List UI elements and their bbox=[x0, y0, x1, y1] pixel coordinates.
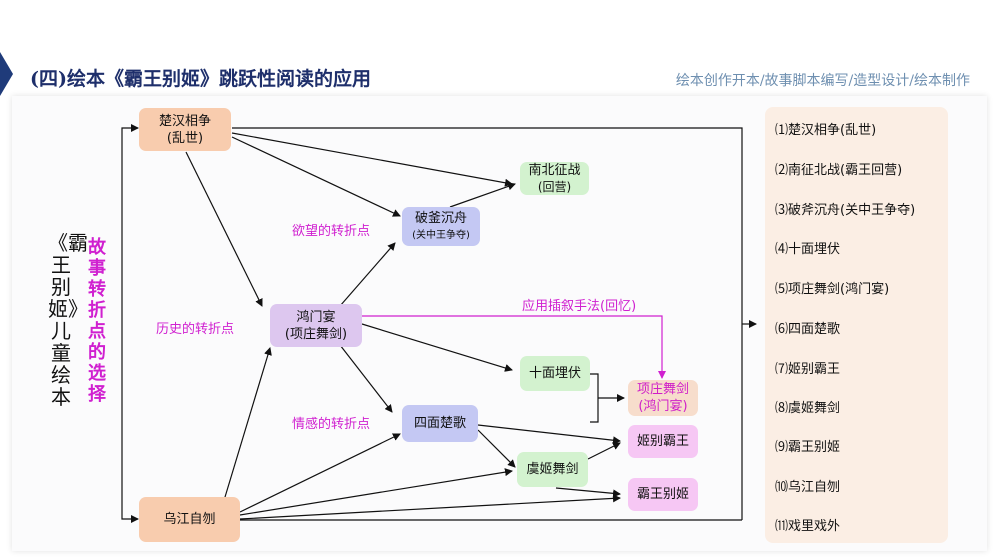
label-flashback: 应用插叙手法(回忆) bbox=[522, 299, 637, 314]
node-jibie-title: 姬别霸王 bbox=[636, 434, 689, 449]
node-xiangzhuang-title: 项庄舞剑 bbox=[636, 382, 689, 397]
node-hongmen-title: 鸿门宴 bbox=[296, 309, 336, 325]
node-yuji-title: 虞姬舞剑 bbox=[526, 462, 579, 477]
node-xiangzhuang-subtitle: (鸿门宴) bbox=[638, 399, 688, 414]
node-chuhan-title: 楚汉相争 bbox=[158, 113, 211, 129]
connector-bracket-top bbox=[121, 124, 139, 330]
header-breadcrumb: 绘本创作开本/故事脚本编写/造型设计/绘本制作 bbox=[675, 73, 970, 89]
node-nanbei-title: 南北征战 bbox=[528, 162, 581, 178]
node-nanbei-subtitle: (回营) bbox=[537, 179, 572, 194]
node-hongmen-subtitle: (项庄舞剑) bbox=[284, 326, 348, 342]
list-item: ⑷十面埋伏 bbox=[775, 242, 841, 257]
title-marker-arrow bbox=[0, 52, 13, 96]
connector-bracket-bottom bbox=[121, 330, 139, 523]
node-jibie: 姬别霸王 bbox=[628, 425, 698, 458]
node-hongmen: 鸿门宴 (项庄舞剑) bbox=[270, 304, 362, 347]
node-nanbei: 南北征战 (回营) bbox=[520, 162, 589, 195]
node-pofu: 破釜沉舟 (关中王争夺) bbox=[402, 207, 480, 246]
node-pofu-title: 破釜沉舟 bbox=[414, 210, 467, 226]
turning-point-choice-label: 故事转折点的选择 bbox=[88, 237, 106, 405]
node-shimian-title: 十面埋伏 bbox=[528, 366, 581, 381]
chapter-list: ⑴楚汉相争(乱世) ⑵南征北战(霸王回营) ⑶破斧沉舟(关中王争夺) ⑷十面埋伏… bbox=[765, 107, 948, 543]
list-item: ⑴楚汉相争(乱世) bbox=[775, 123, 877, 138]
node-simian: 四面楚歌 bbox=[402, 405, 478, 442]
label-history-turning-point: 历史的转折点 bbox=[156, 322, 235, 337]
label-emotion-turning-point: 情感的转折点 bbox=[292, 417, 371, 432]
list-item: ⑻虞姬舞剑 bbox=[775, 401, 841, 416]
node-chuhan: 楚汉相争 (乱世) bbox=[139, 108, 231, 151]
node-xiangzhuang: 项庄舞剑 (鸿门宴) bbox=[628, 380, 698, 416]
node-wujiang: 乌江自刎 bbox=[139, 497, 240, 542]
node-simian-title: 四面楚歌 bbox=[413, 416, 466, 431]
list-item: ⑼霸王别姬 bbox=[775, 440, 841, 455]
node-pofu-subtitle: (关中王争夺) bbox=[412, 229, 470, 241]
list-item: ⑺姬别霸王 bbox=[775, 362, 841, 377]
node-bawang: 霸王别姬 bbox=[628, 478, 698, 511]
node-shimian: 十面埋伏 bbox=[520, 356, 590, 391]
book-title-vertical: 《霸王别姬》儿童绘本 bbox=[48, 231, 88, 409]
list-item: ⑹四面楚歌 bbox=[775, 322, 841, 337]
list-item: ⑸项庄舞剑(鸿门宴) bbox=[775, 282, 890, 297]
list-item: ⑵南征北战(霸王回营) bbox=[775, 163, 903, 178]
list-item: ⑾戏里戏外 bbox=[775, 519, 841, 534]
node-chuhan-subtitle: (乱世) bbox=[166, 130, 204, 146]
node-yuji: 虞姬舞剑 bbox=[517, 452, 588, 487]
list-item: ⑶破斧沉舟(关中王争夺) bbox=[775, 203, 916, 218]
label-desire-turning-point: 欲望的转折点 bbox=[292, 224, 371, 239]
list-item: ⑽乌江自刎 bbox=[775, 480, 841, 495]
page-title: (四)绘本《霸王别姬》跳跃性阅读的应用 bbox=[30, 68, 371, 90]
node-bawang-title: 霸王别姬 bbox=[636, 487, 689, 502]
node-wujiang-title: 乌江自刎 bbox=[163, 512, 216, 527]
